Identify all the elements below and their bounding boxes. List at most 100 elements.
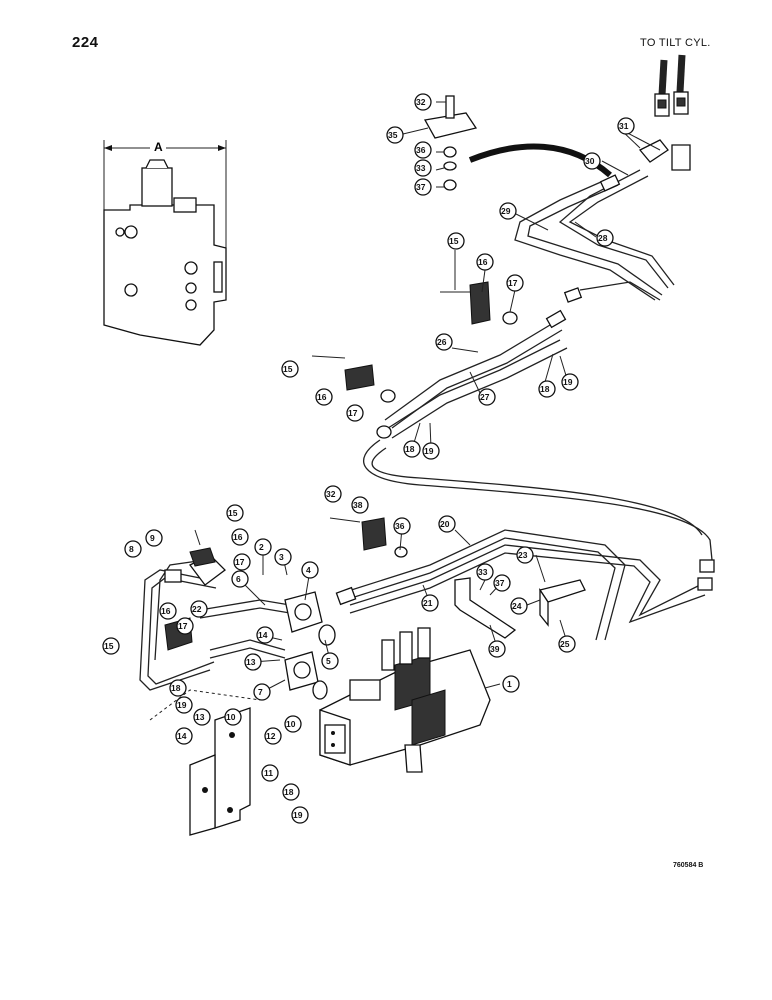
svg-text:11: 11 (264, 768, 273, 778)
callout-22: 22 (190, 600, 208, 618)
svg-text:8: 8 (129, 544, 134, 554)
svg-text:33: 33 (478, 567, 488, 577)
tubes-26-27 (362, 309, 713, 561)
callout-15c: 15 (226, 504, 244, 522)
svg-text:9: 9 (150, 533, 155, 543)
svg-text:10: 10 (226, 712, 236, 722)
svg-text:18: 18 (171, 683, 181, 693)
callout-18d: 18 (282, 783, 300, 801)
svg-text:29: 29 (501, 206, 511, 216)
callout-5: 5 (321, 652, 339, 670)
svg-text:18: 18 (540, 384, 550, 394)
svg-text:10: 10 (286, 719, 296, 729)
callout-19d: 19 (291, 806, 309, 824)
svg-text:18: 18 (405, 444, 415, 454)
svg-text:14: 14 (177, 731, 187, 741)
svg-text:15: 15 (283, 364, 293, 374)
svg-text:16: 16 (233, 532, 243, 542)
callout-9: 9 (145, 529, 163, 547)
svg-text:18: 18 (284, 787, 294, 797)
svg-text:22: 22 (192, 604, 202, 614)
svg-text:17: 17 (508, 278, 518, 288)
callout-27: 27 (478, 388, 496, 406)
callout-3: 3 (274, 548, 292, 566)
svg-text:35: 35 (388, 130, 398, 140)
svg-text:3: 3 (279, 552, 284, 562)
svg-text:17: 17 (178, 621, 188, 631)
page-number: 224 (72, 34, 99, 51)
svg-text:36: 36 (416, 145, 426, 155)
callout-38: 38 (351, 496, 369, 514)
svg-text:19: 19 (424, 446, 434, 456)
callout-19c: 19 (175, 696, 193, 714)
callout-4: 4 (301, 561, 319, 579)
callout-29: 29 (499, 202, 517, 220)
callout-13b: 13 (193, 708, 211, 726)
callout-21: 21 (421, 594, 439, 612)
svg-text:1: 1 (507, 679, 512, 689)
svg-text:13: 13 (195, 712, 205, 722)
svg-text:15: 15 (228, 508, 238, 518)
callout-1: 1 (502, 675, 520, 693)
callout-30: 30 (583, 152, 601, 170)
callout-11: 11 (261, 764, 279, 782)
tubes-28-29 (514, 169, 675, 303)
dimension-label-a: A (154, 140, 163, 154)
svg-text:25: 25 (560, 639, 570, 649)
svg-text:14: 14 (258, 630, 268, 640)
svg-text:7: 7 (258, 687, 263, 697)
callout-36b: 36 (393, 517, 411, 535)
figure-code: 760584 B (673, 862, 704, 869)
svg-text:32: 32 (416, 97, 426, 107)
callout-14b: 14 (175, 727, 193, 745)
svg-text:15: 15 (104, 641, 114, 651)
fittings-4-7 (284, 591, 336, 700)
callout-8: 8 (124, 540, 142, 558)
callout-24: 24 (510, 597, 528, 615)
callout-15b: 15 (281, 360, 299, 378)
destination-note: TO TILT CYL. (640, 37, 711, 49)
callout-2: 2 (254, 538, 272, 556)
callout-31: 31 (617, 117, 635, 135)
svg-text:19: 19 (293, 810, 303, 820)
svg-text:21: 21 (423, 598, 433, 608)
callout-33b: 33 (476, 563, 494, 581)
callout-17d: 17 (176, 617, 194, 635)
svg-text:17: 17 (348, 408, 358, 418)
callout-18c: 18 (169, 679, 187, 697)
svg-text:4: 4 (306, 565, 311, 575)
callout-19: 19 (561, 373, 579, 391)
callout-17: 17 (506, 274, 524, 292)
callout-17b: 17 (346, 404, 364, 422)
control-valve (319, 627, 491, 773)
callout-35: 35 (386, 126, 404, 144)
inset-view-a: A (103, 140, 227, 346)
callout-13: 13 (244, 653, 262, 671)
svg-text:28: 28 (598, 233, 608, 243)
callout-7: 7 (253, 683, 271, 701)
svg-text:31: 31 (619, 121, 629, 131)
svg-text:20: 20 (440, 519, 450, 529)
callout-10: 10 (284, 715, 302, 733)
svg-text:24: 24 (512, 601, 522, 611)
svg-text:37: 37 (416, 182, 426, 192)
svg-text:15: 15 (449, 236, 459, 246)
svg-text:16: 16 (317, 392, 327, 402)
callout-6: 6 (231, 570, 249, 588)
callout-25: 25 (558, 635, 576, 653)
svg-text:23: 23 (518, 550, 528, 560)
svg-text:13: 13 (246, 657, 256, 667)
tubes-20-21 (335, 529, 715, 641)
callout-14: 14 (256, 626, 274, 644)
svg-text:39: 39 (490, 644, 500, 654)
svg-text:32: 32 (326, 489, 336, 499)
callout-20: 20 (438, 515, 456, 533)
callout-32b: 32 (324, 485, 342, 503)
callout-36: 36 (414, 141, 432, 159)
callout-39: 39 (488, 640, 506, 658)
svg-text:16: 16 (161, 606, 171, 616)
svg-text:17: 17 (235, 557, 245, 567)
tilt-cylinder-hoses (638, 54, 691, 171)
callout-23: 23 (516, 546, 534, 564)
